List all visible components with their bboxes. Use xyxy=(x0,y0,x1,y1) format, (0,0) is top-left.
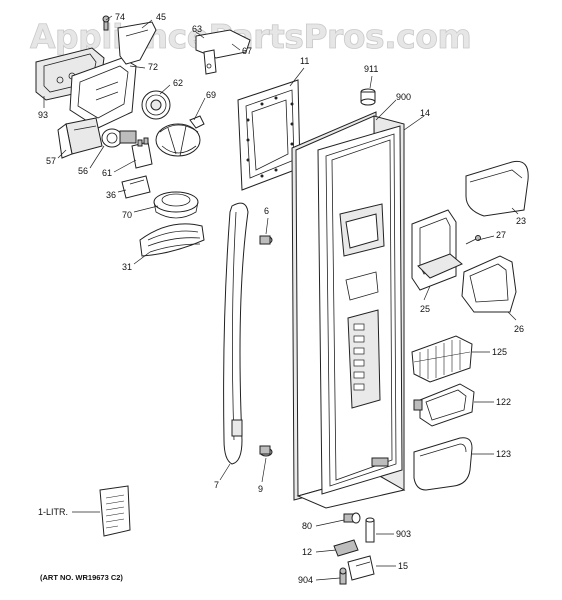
cap-9 xyxy=(259,445,273,457)
label-123: 123 xyxy=(496,449,511,459)
label-12: 12 xyxy=(302,547,312,557)
motor-62 xyxy=(141,90,171,120)
label-31: 31 xyxy=(122,262,132,272)
screw-74 xyxy=(102,15,110,31)
label-57: 57 xyxy=(46,156,56,166)
label-7: 7 xyxy=(214,480,219,490)
label-72: 72 xyxy=(148,62,158,72)
label-900: 900 xyxy=(396,92,411,102)
dispenser-cover-11 xyxy=(237,79,301,191)
callout-labels: 74 45 63 67 72 62 69 93 57 56 61 36 70 3… xyxy=(38,12,526,585)
label-11: 11 xyxy=(300,56,309,66)
bracket-63-67 xyxy=(195,29,251,75)
label-23: 23 xyxy=(516,216,526,226)
label-26: 26 xyxy=(514,324,524,334)
label-911: 911 xyxy=(364,64,378,74)
label-25: 25 xyxy=(420,304,430,314)
label-93: 93 xyxy=(38,110,48,120)
label-904: 904 xyxy=(298,575,313,585)
bracket-45 xyxy=(117,21,157,65)
label-15: 15 xyxy=(398,561,408,571)
housing-57 xyxy=(57,117,103,159)
auger-69 xyxy=(155,115,205,157)
label-63: 63 xyxy=(192,24,202,34)
label-56: 56 xyxy=(78,166,88,176)
handle-7 xyxy=(223,202,249,465)
label-45: 45 xyxy=(156,12,166,22)
label-14: 14 xyxy=(420,108,430,118)
switch-61 xyxy=(131,137,153,169)
label-1-litr: 1-LITR. xyxy=(38,507,68,517)
part-903 xyxy=(365,517,375,543)
part-904 xyxy=(339,567,347,585)
cap-6 xyxy=(259,235,273,245)
label-70: 70 xyxy=(122,210,132,220)
part-12 xyxy=(333,539,359,557)
label-6: 6 xyxy=(264,206,269,216)
label-903: 903 xyxy=(396,529,411,539)
screw-27 xyxy=(465,235,481,245)
label-36: 36 xyxy=(106,190,116,200)
ring-70 xyxy=(153,191,199,219)
cap-911 xyxy=(360,88,376,106)
label-69: 69 xyxy=(206,90,216,100)
bin-123 xyxy=(413,437,473,491)
label-74: 74 xyxy=(115,12,125,22)
label-80: 80 xyxy=(302,521,312,531)
label-9: 9 xyxy=(258,484,263,494)
grille-31 xyxy=(139,223,205,257)
door-liner-14 xyxy=(317,125,403,495)
part-80 xyxy=(343,512,361,524)
label-27: 27 xyxy=(496,230,506,240)
watermark-text: AppliancePartsPros.com xyxy=(30,17,471,56)
wire-shelf-125 xyxy=(411,335,473,383)
label-61: 61 xyxy=(102,168,112,178)
dispenser-frame-72 xyxy=(69,57,137,129)
bin-25 xyxy=(411,209,463,291)
label-122: 122 xyxy=(496,397,511,407)
clip-36 xyxy=(121,175,151,199)
bin-122 xyxy=(413,383,475,427)
literature-booklet xyxy=(99,485,131,537)
bin-cover-23 xyxy=(465,160,529,217)
solenoid-56 xyxy=(101,128,137,148)
part-15 xyxy=(347,555,375,581)
bin-26 xyxy=(461,255,517,313)
art-number: (ART NO. WR19673 C2) xyxy=(40,573,123,582)
leader-lines xyxy=(43,15,519,581)
label-125: 125 xyxy=(492,347,507,357)
label-67: 67 xyxy=(242,46,252,56)
label-62: 62 xyxy=(173,78,183,88)
